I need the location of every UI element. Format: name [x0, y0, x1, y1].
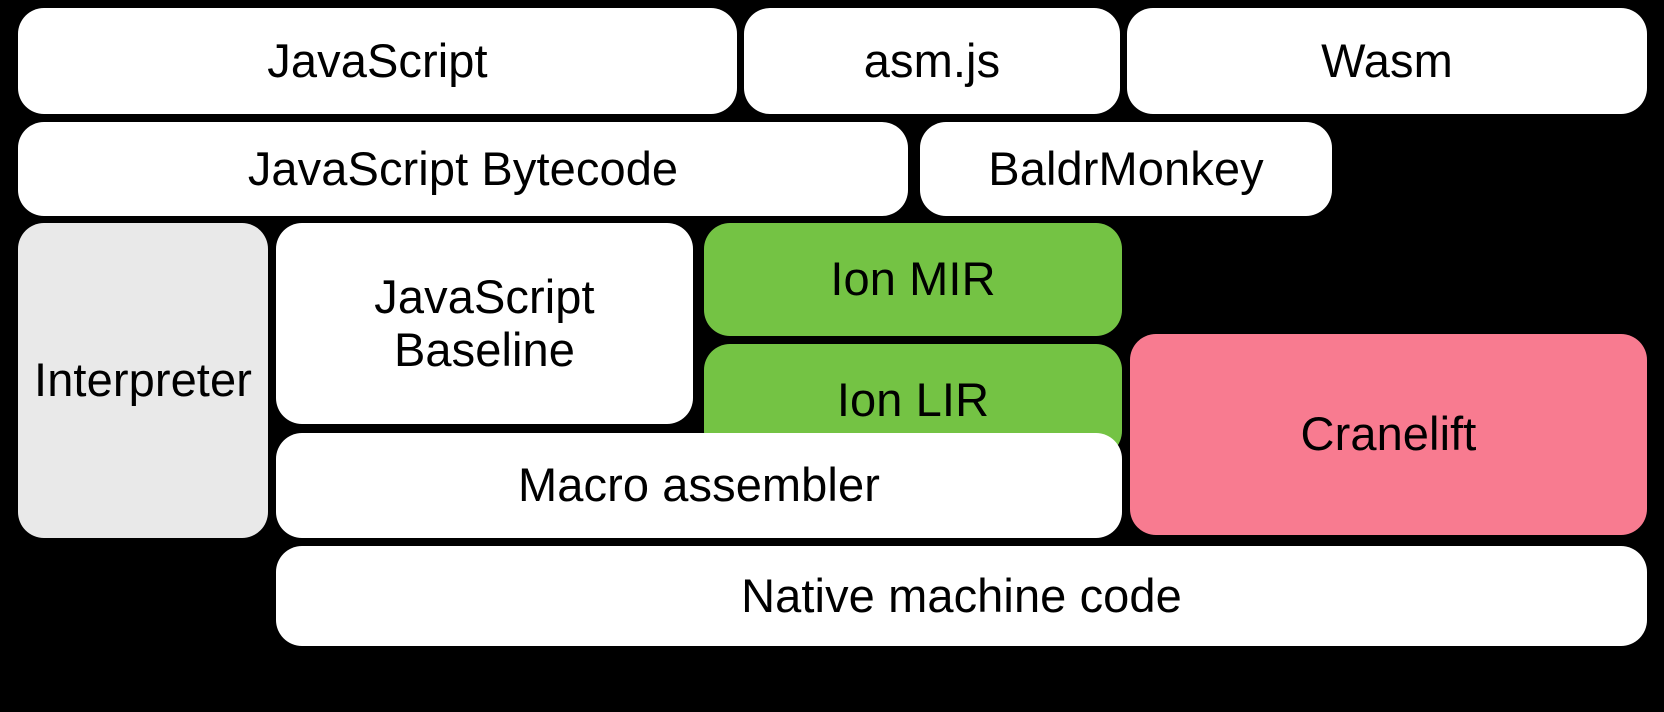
- node-label-ion-mir: Ion MIR: [830, 252, 996, 306]
- node-label-interpreter: Interpreter: [34, 353, 252, 407]
- node-cranelift[interactable]: Cranelift: [1130, 334, 1647, 535]
- node-wasm[interactable]: Wasm: [1127, 8, 1647, 114]
- node-label-javascript-baseline: JavaScript Baseline: [374, 269, 595, 376]
- node-label-cranelift: Cranelift: [1300, 407, 1477, 461]
- node-ion-mir[interactable]: Ion MIR: [704, 223, 1122, 336]
- node-javascript-bytecode[interactable]: JavaScript Bytecode: [18, 122, 908, 216]
- node-native-machine-code[interactable]: Native machine code: [276, 546, 1647, 646]
- node-javascript-baseline[interactable]: JavaScript Baseline: [276, 223, 693, 424]
- node-asmjs[interactable]: asm.js: [744, 8, 1120, 114]
- node-baldrmonkey[interactable]: BaldrMonkey: [920, 122, 1332, 216]
- node-interpreter[interactable]: Interpreter: [18, 223, 268, 538]
- node-label-javascript-bytecode: JavaScript Bytecode: [247, 141, 679, 195]
- node-label-macro-assembler: Macro assembler: [518, 458, 880, 512]
- node-macro-assembler[interactable]: Macro assembler: [276, 433, 1122, 538]
- node-label-javascript: JavaScript: [267, 33, 488, 87]
- node-label-ion-lir: Ion LIR: [836, 373, 990, 427]
- node-label-baldrmonkey: BaldrMonkey: [988, 141, 1264, 195]
- node-javascript[interactable]: JavaScript: [18, 8, 737, 114]
- node-label-wasm: Wasm: [1321, 33, 1453, 87]
- node-label-native-machine-code: Native machine code: [741, 568, 1182, 622]
- node-label-asmjs: asm.js: [863, 33, 1001, 87]
